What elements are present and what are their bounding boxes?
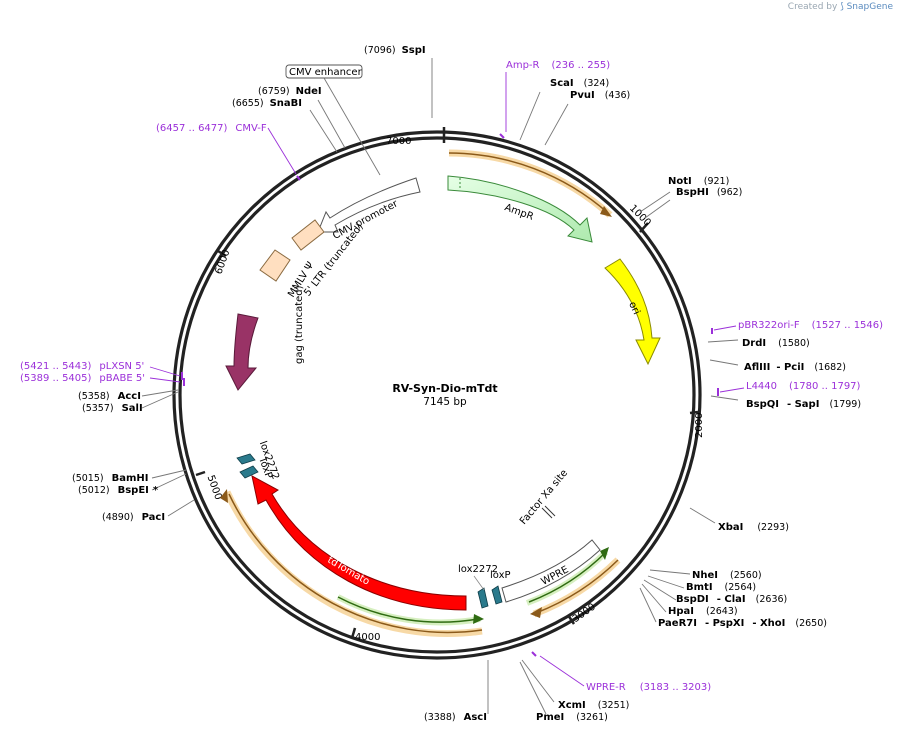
factor-xa-label: Factor Xa site	[518, 468, 570, 527]
site-bmti: BmtI(2564)	[686, 582, 756, 593]
tdtomato-orf-orange-line	[228, 493, 483, 634]
site-acci: (5358)AccI	[78, 391, 141, 402]
site-noti: NotI(921)	[668, 176, 729, 187]
site-ndei: (6759)NdeI	[258, 86, 322, 97]
primer-leader-lines	[149, 72, 745, 687]
restriction-site-labels: (7096)SspI (6759)NdeI (6655)SnaBI ScaI(3…	[72, 45, 861, 723]
site-asci: (3388)AscI	[424, 712, 487, 723]
ori-label: ori	[626, 300, 641, 316]
tdtomato-orf-green-line	[337, 596, 479, 623]
primer-cmv-f: (6457 .. 6477)CMV-F	[156, 123, 267, 134]
site-paci: (4890)PacI	[102, 512, 165, 523]
cmv-promoter-feature-arrow	[317, 177, 421, 233]
loxp-bottom-marker	[491, 585, 503, 605]
lox2272-bottom-marker	[477, 587, 489, 609]
primer-pbabe: (5389 .. 5405)pBABE 5'	[20, 373, 145, 384]
site-hpai: HpaI(2643)	[668, 606, 738, 617]
site-bamhi: (5015)BamHI	[72, 473, 148, 484]
tick-label-2000: 2000	[694, 413, 705, 438]
credit-brand: SnapGene	[846, 2, 893, 12]
amp-orf-arrow	[600, 206, 612, 217]
wpre-feature-arrow	[501, 539, 601, 603]
site-paer7i: PaeR7I- PspXI- XhoI(2650)	[658, 618, 827, 629]
tick-label-7000: 7000	[386, 136, 411, 147]
primer-wpre-r: WPRE-R(3183 .. 3203)	[586, 682, 711, 693]
loxp-bottom-label: loxP	[490, 570, 511, 581]
gag-feature-arrow	[225, 313, 259, 391]
wpre-orf-orange-line	[535, 559, 619, 614]
ori-feature-arrow	[604, 258, 661, 366]
site-pmei: PmeI(3261)	[536, 712, 608, 723]
site-scai: ScaI(324)	[550, 78, 609, 89]
primer-plxsn: (5421 .. 5443)pLXSN 5'	[20, 361, 144, 372]
cmv-enhancer-leader	[323, 77, 381, 176]
ampr-feature-arrow	[447, 175, 593, 243]
plasmid-name: RV-Syn-Dio-mTdt	[392, 382, 497, 395]
tdtomato-orf-orange-track	[223, 490, 483, 638]
tick-label-4000: 4000	[355, 632, 380, 643]
site-nhei: NheI(2560)	[692, 570, 762, 581]
snapgene-logo-icon: ⟆	[840, 2, 844, 12]
site-sali: (5357)SalI	[82, 403, 143, 414]
primer-pbr322ori-f: pBR322ori-F(1527 .. 1546)	[738, 320, 883, 331]
site-snabi: (6655)SnaBI	[232, 98, 302, 109]
tdtomato-feature-arrow	[251, 475, 467, 611]
plasmid-length: 7145 bp	[423, 396, 467, 408]
factor-xa-site-mark-2	[544, 505, 556, 517]
wpre-orf-green-line	[528, 551, 607, 603]
gag-label: gag (truncated)	[294, 285, 305, 364]
amp-orf-line	[448, 152, 609, 214]
primer-amp-r: Amp-R(236 .. 255)	[506, 60, 610, 71]
tick-marks	[195, 127, 699, 639]
primer-l4440: L4440(1780 .. 1797)	[746, 381, 861, 392]
backbone-inner-ring	[178, 136, 696, 654]
cmv-enhancer-label: CMV enhancer	[289, 67, 363, 78]
tdtomato-orf-green-arrow	[473, 614, 484, 624]
site-leader-lines	[141, 58, 739, 715]
loxp-top-marker	[239, 465, 259, 479]
site-bspdi: BspDI- ClaI(2636)	[676, 594, 787, 605]
site-bsphi: BspHI(962)	[676, 187, 742, 198]
snapgene-credit: Created by ⟆ SnapGene	[788, 2, 893, 12]
wpre-orf-green-arrow	[600, 547, 609, 560]
site-bspei: (5012)BspEI*	[78, 485, 159, 496]
tdtomato-orf-orange-arrow	[220, 489, 228, 503]
site-afliii: AflIII- PciI(1682)	[744, 362, 846, 373]
site-xcmi: XcmI(3251)	[558, 700, 629, 711]
lox2272-bottom-label: lox2272	[458, 564, 498, 575]
lox-bottom-leader	[473, 575, 485, 591]
backbone-outer-ring	[172, 130, 702, 660]
lox2272-top-marker	[236, 453, 256, 465]
site-xbai: XbaI(2293)	[718, 522, 789, 533]
ltr-feature-upper	[291, 219, 325, 251]
ltr-feature-lower	[259, 249, 291, 282]
primer-marks	[181, 133, 719, 657]
primer-labels: Amp-R(236 .. 255) (6457 .. 6477)CMV-F pB…	[20, 60, 883, 693]
credit-prefix: Created by	[787, 2, 838, 12]
wpre-orf-orange-arrow	[530, 607, 542, 618]
site-sspi: (7096)SspI	[364, 45, 426, 56]
factor-xa-site-mark	[541, 507, 553, 519]
site-bspqi: BspQI- SapI(1799)	[746, 399, 861, 410]
site-drdi: DrdI(1580)	[742, 338, 810, 349]
site-pvui: PvuI(436)	[570, 90, 630, 101]
